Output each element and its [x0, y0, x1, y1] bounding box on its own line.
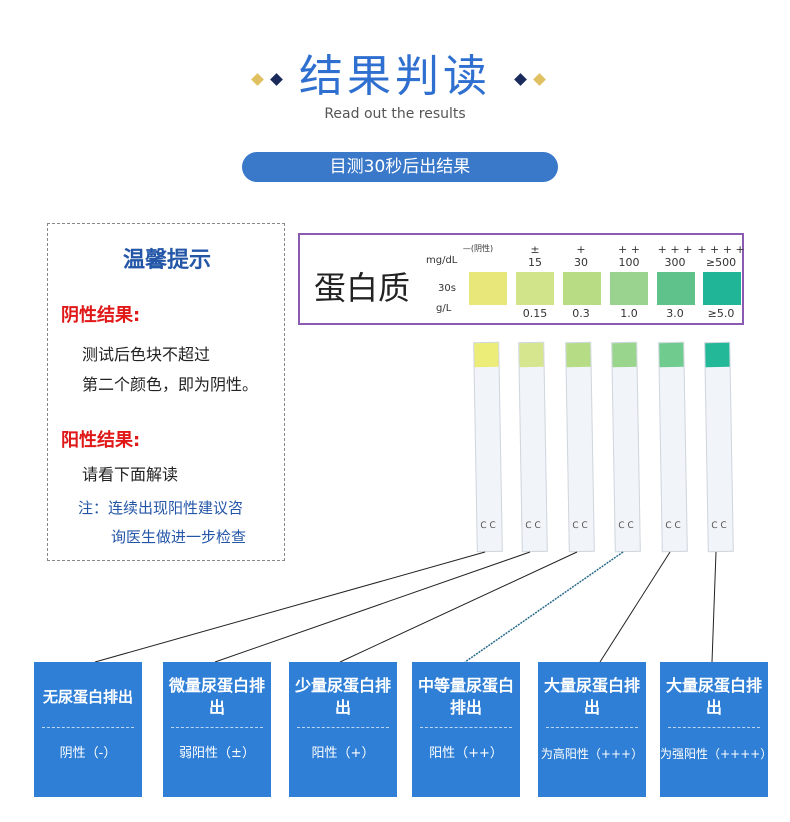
level-symbol: + + + [657, 243, 693, 256]
page-title: 结果判读 [299, 51, 491, 102]
level-mg-value: 100 [618, 256, 640, 269]
color-swatch [657, 272, 695, 305]
divider [171, 727, 263, 728]
instruction-pill: 目测30秒后出结果 [242, 152, 558, 182]
note-text-2: 询医生做进一步检查 [111, 528, 247, 546]
result-box: 无尿蛋白排出 阴性（-） [34, 662, 142, 797]
page-subtitle: Read out the results [324, 106, 466, 122]
result-value: 阳性（++） [429, 746, 503, 761]
color-swatch [610, 272, 648, 305]
level-mg-value: 300 [664, 256, 686, 269]
level-g-value: 0.15 [522, 307, 548, 320]
result-value: 为强阳性（++++） [660, 747, 773, 761]
header: 结果判读 Read out the results [0, 48, 790, 128]
level-mg-value: ≥500 [705, 256, 737, 269]
connector-line [339, 551, 578, 663]
tips-title: 温馨提示 [122, 248, 211, 273]
level-g-value: 3.0 [666, 307, 684, 320]
divider [546, 727, 638, 728]
result-box: 少量尿蛋白排出 阳性（+） [289, 662, 397, 797]
negative-text-1: 测试后色块不超过 [82, 345, 211, 364]
result-box: 大量尿蛋白排出 为强阳性（++++） [660, 662, 773, 797]
analyte-name: 蛋白质 [314, 269, 411, 307]
positive-heading: 阳性结果: [61, 430, 141, 451]
color-swatch [563, 272, 601, 305]
negative-heading: 阴性结果: [61, 305, 141, 326]
divider [297, 727, 389, 728]
connector-line [94, 551, 486, 663]
divider [420, 727, 512, 728]
level-symbol: + + [618, 243, 640, 256]
result-name: 无尿蛋白排出 [42, 688, 133, 706]
divider [42, 727, 134, 728]
level-symbol: —(阴性) [462, 244, 494, 253]
note-text-1: 注：连续出现阳性建议咨 [78, 499, 244, 517]
level-g-value: 1.0 [620, 307, 638, 320]
result-name: 大量尿蛋白排出 [543, 676, 640, 717]
level-symbol: + [576, 243, 586, 256]
unit-mgdl: mg/dL [426, 255, 458, 266]
result-value: 为高阳性（+++） [540, 747, 644, 761]
connector-line [711, 551, 717, 663]
result-value: 阴性（-） [59, 746, 117, 761]
level-mg-value: 15 [528, 256, 542, 269]
level-g-value: 0.3 [572, 307, 590, 320]
result-name: 大量尿蛋白排出 [665, 676, 762, 717]
negative-text-2: 第二个颜色，即为阴性。 [82, 375, 259, 394]
result-name: 中等量尿蛋白排出 [417, 676, 514, 717]
result-box: 微量尿蛋白排出 弱阳性（±） [163, 662, 271, 797]
result-box: 中等量尿蛋白排出 阳性（++） [412, 662, 520, 797]
result-name: 微量尿蛋白排出 [168, 676, 265, 717]
connector-line [599, 551, 671, 663]
tips-box: 温馨提示 阴性结果: 测试后色块不超过 第二个颜色，即为阴性。 阳性结果: 请看… [47, 223, 285, 561]
result-name: 少量尿蛋白排出 [294, 676, 391, 717]
positive-text: 请看下面解读 [82, 465, 179, 484]
result-box: 大量尿蛋白排出 为高阳性（+++） [538, 662, 646, 797]
level-mg-value: 30 [574, 256, 588, 269]
result-value: 阳性（+） [311, 746, 375, 761]
level-symbol: ± [530, 243, 540, 256]
connector-line [464, 551, 624, 663]
color-reference-card: 蛋白质 mg/dL 30s g/L —(阴性) ± 15 0.15 + 30 0… [298, 233, 745, 325]
color-swatch [703, 272, 741, 305]
color-swatch [469, 272, 507, 305]
unit-time: 30s [438, 283, 456, 294]
result-value: 弱阳性（±） [179, 746, 255, 761]
level-g-value: ≥5.0 [707, 307, 735, 320]
unit-gl: g/L [436, 303, 452, 314]
level-symbol: + + + + [697, 243, 745, 256]
connector-line [214, 551, 531, 663]
divider [668, 727, 760, 728]
color-swatch [516, 272, 554, 305]
